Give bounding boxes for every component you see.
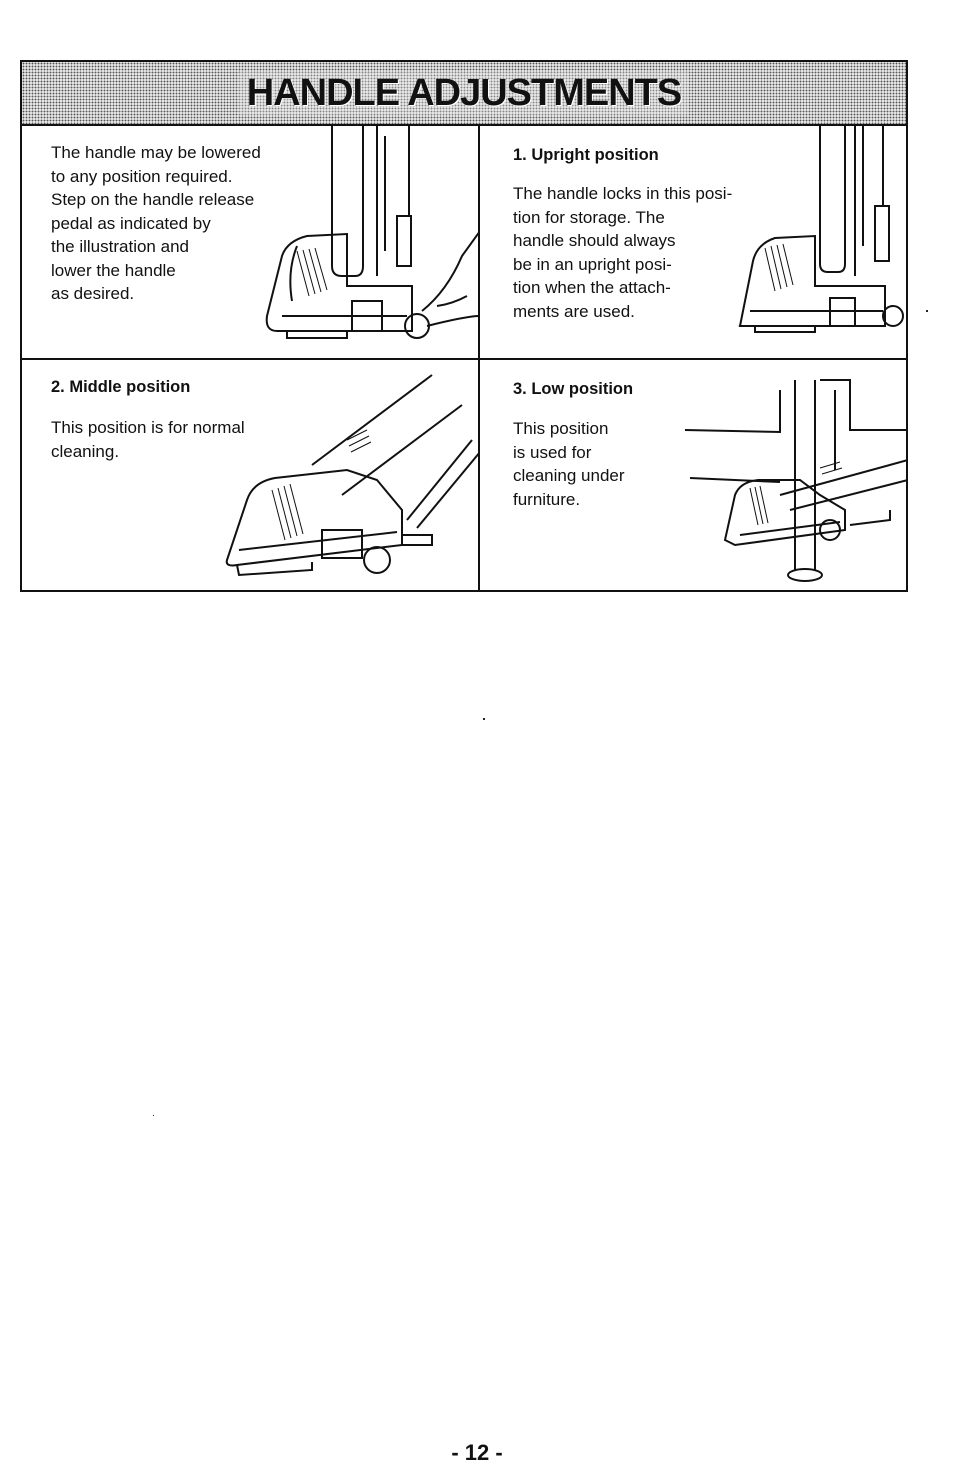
- handle-adjustments-frame: HANDLE ADJUSTMENTS The handle may be low…: [20, 60, 908, 592]
- upright-position-panel: 1. Upright position The handle locks in …: [480, 126, 908, 360]
- intro-text: The handle may be lowered to any positio…: [51, 143, 261, 303]
- vacuum-low-under-furniture-illustration: [684, 379, 908, 582]
- low-position-panel: 3. Low position This position is used fo…: [480, 360, 908, 592]
- scan-speck: [926, 310, 928, 312]
- low-text: This position is used for cleaning under…: [513, 419, 625, 509]
- vacuum-foot-release-illustration: [265, 126, 478, 339]
- middle-heading: 2. Middle position: [51, 378, 191, 396]
- scan-speck: [483, 718, 485, 720]
- scan-speck: [153, 1115, 154, 1116]
- upright-heading: 1. Upright position: [513, 146, 659, 164]
- middle-position-panel: 2. Middle position This position is for …: [22, 360, 480, 592]
- middle-text: This position is for normal cleaning.: [51, 418, 245, 461]
- section-title: HANDLE ADJUSTMENTS: [238, 71, 690, 115]
- vacuum-middle-illustration: [225, 374, 478, 577]
- upright-text: The handle locks in this posi- tion for …: [513, 184, 733, 321]
- page-number: - 12 -: [451, 1440, 503, 1465]
- vacuum-upright-illustration: [738, 126, 904, 333]
- low-heading: 3. Low position: [513, 380, 634, 398]
- intro-panel: The handle may be lowered to any positio…: [22, 126, 480, 360]
- section-banner: HANDLE ADJUSTMENTS: [22, 62, 906, 126]
